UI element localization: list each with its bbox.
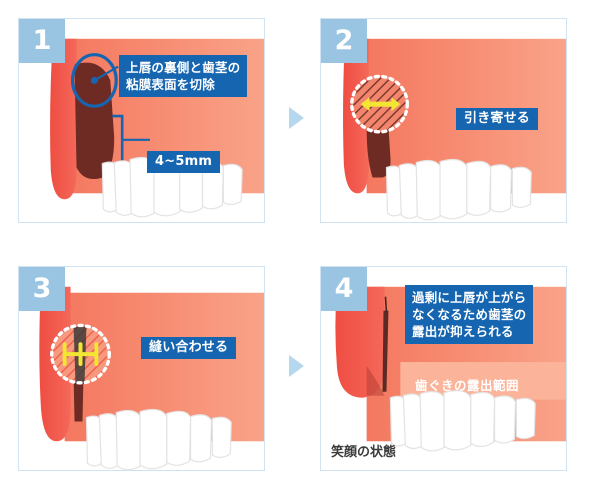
panel-step-3: 3 縫い合わせる <box>18 266 265 471</box>
flow-arrow-step-3-to-4-icon <box>289 355 304 377</box>
smile-state-caption: 笑顔の状態 <box>331 445 397 460</box>
panel-step-2: 2 引き寄せる <box>320 18 567 223</box>
callout-suture-3: 縫い合わせる <box>141 337 237 359</box>
panel-3-illustration <box>19 267 264 470</box>
panel-step-1: 1 上唇の裏側と歯茎の 粘膜表面を切除 4~5mm <box>18 18 265 223</box>
step-number-badge-3: 3 <box>19 267 65 311</box>
step-number-badge-1: 1 <box>19 19 65 63</box>
callout-incision-1: 上唇の裏側と歯茎の 粘膜表面を切除 <box>119 55 248 97</box>
gum-exposure-range-label: 歯ぐきの露出範囲 <box>415 378 520 393</box>
callout-pull-together-2: 引き寄せる <box>456 108 539 130</box>
suture-glyph <box>62 342 99 367</box>
flow-arrow-step-1-to-2-icon <box>289 107 304 129</box>
callout-measurement-1: 4~5mm <box>147 151 221 173</box>
step-number-badge-2: 2 <box>321 19 367 63</box>
callout-result-4: 過剰に上唇が上がら なくなるため歯茎の 露出が抑えられる <box>405 285 534 344</box>
step-number-badge-4: 4 <box>321 267 367 311</box>
pull-arrow-glyph <box>360 97 401 112</box>
panel-step-4: 4 過剰に上唇が上がら なくなるため歯茎の 露出が抑えられる 歯ぐきの露出範囲 … <box>320 266 567 471</box>
